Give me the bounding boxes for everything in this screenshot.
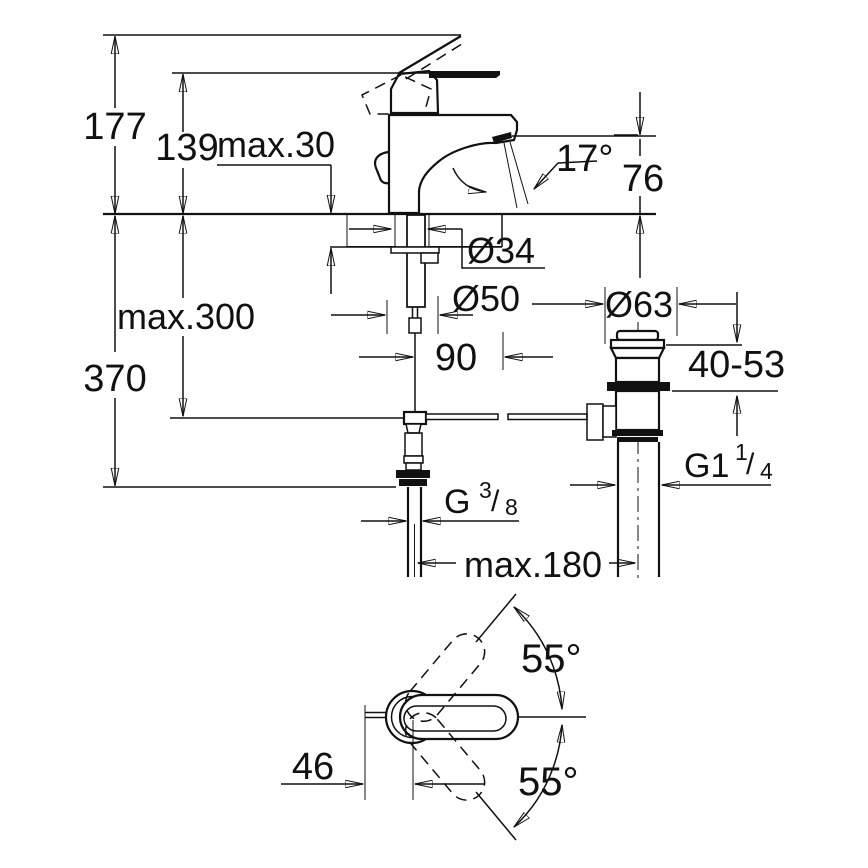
dim-waste-clamping-range: 40-53 bbox=[666, 292, 785, 436]
lever-bar bbox=[429, 71, 500, 78]
faucet-body bbox=[361, 35, 529, 215]
swing-line-down bbox=[475, 791, 517, 841]
waste-flange bbox=[609, 338, 666, 350]
top-view-handle: 55° 55° 46 bbox=[281, 593, 586, 841]
dim-base-diameter: Ø50 bbox=[331, 278, 520, 334]
dim-handle-offset: 46 bbox=[281, 705, 484, 800]
rod-clamp-knob bbox=[586, 403, 604, 441]
dim-label-swing-down: 55° bbox=[518, 760, 579, 804]
stream-line-1 bbox=[503, 142, 518, 209]
dim-spout-angle: 17° bbox=[534, 134, 638, 189]
dim-label-swing-up: 55° bbox=[521, 637, 582, 681]
waste-gasket bbox=[607, 382, 670, 391]
dim-supply-drop: 370 bbox=[83, 216, 396, 488]
dim-waste-thread: G1 1 / 4 bbox=[570, 439, 773, 485]
dim-flex-hose-length: max.300 bbox=[117, 216, 404, 419]
pop-up-rod-hook bbox=[373, 150, 390, 185]
supply-thread-slash: / bbox=[491, 485, 500, 518]
swing-line-up bbox=[475, 593, 517, 643]
stream-line-2 bbox=[509, 141, 529, 205]
swing-arc bbox=[552, 665, 562, 709]
dim-waste-flange-diameter: Ø63 bbox=[532, 284, 736, 344]
rod-segment bbox=[507, 413, 588, 421]
pop-up-linkage-rod bbox=[425, 413, 588, 421]
dim-label-handle-offset: 46 bbox=[292, 746, 334, 788]
dim-label-flex-hose-length: max.300 bbox=[117, 296, 255, 337]
waste-body-upper bbox=[614, 356, 661, 384]
supply-thread-denominator: 8 bbox=[505, 494, 518, 520]
dim-spout-height: 76 bbox=[512, 92, 664, 278]
supply-thread-numerator: 3 bbox=[479, 477, 492, 503]
deck-hatch-left bbox=[346, 214, 396, 247]
leader-bracket bbox=[461, 229, 545, 269]
lever-raised-top-edge bbox=[398, 35, 462, 74]
dim-label-spout-height: 76 bbox=[622, 158, 664, 200]
waste-thread-base: G1 bbox=[684, 447, 729, 485]
waste-locknut bbox=[612, 430, 663, 436]
dim-label-waste-flange-diameter: Ø63 bbox=[605, 284, 673, 325]
supply-thread-base: G bbox=[444, 483, 470, 521]
waste-thread-slash: / bbox=[746, 448, 755, 481]
rod-segment bbox=[425, 413, 499, 421]
waste-neck bbox=[609, 346, 666, 360]
rod-clamp-socket bbox=[602, 405, 617, 438]
hose-ferrule bbox=[405, 462, 422, 471]
waste-plug-cap bbox=[615, 329, 660, 342]
waste-thread-numerator: 1 bbox=[735, 439, 748, 465]
dim-label-base-diameter: Ø50 bbox=[452, 278, 520, 319]
swing-arc bbox=[552, 725, 562, 769]
hose-collar bbox=[405, 423, 422, 434]
dim-label-height-to-spout: 139 bbox=[155, 127, 218, 169]
waste-thread-denominator: 4 bbox=[760, 458, 773, 484]
swing-arc bbox=[514, 767, 554, 827]
dim-handle-swing: 55° 55° bbox=[475, 593, 586, 841]
lever-raised-ghost-body bbox=[361, 74, 432, 115]
rod-coupler bbox=[408, 317, 422, 334]
swing-arc bbox=[514, 607, 554, 667]
dim-label-rod-to-waste: max.180 bbox=[464, 544, 602, 585]
dim-label-deck-thickness: max.30 bbox=[217, 124, 335, 165]
dim-rod-to-waste: max.180 bbox=[418, 544, 635, 585]
handle-ghost-down bbox=[404, 712, 486, 801]
connection-nut bbox=[399, 479, 427, 486]
dim-label-supply-drop: 370 bbox=[83, 358, 146, 400]
dim-supply-thread: G 3 / 8 bbox=[361, 477, 519, 521]
dim-label-spout-angle: 17° bbox=[556, 138, 613, 180]
lever-raised-bottom-edge bbox=[405, 41, 466, 80]
dim-label-total-height: 177 bbox=[83, 106, 146, 148]
braided-hose bbox=[404, 432, 423, 457]
shank-and-supply bbox=[390, 214, 440, 577]
dim-height-to-spout: 139 bbox=[155, 72, 431, 214]
faucet-body-outline bbox=[387, 113, 519, 215]
connection-nut bbox=[396, 470, 430, 478]
handle-ghost-outline bbox=[404, 712, 486, 801]
stream-angle-arc-arrow bbox=[452, 167, 486, 192]
aerator-outlet bbox=[492, 132, 512, 143]
leader-arrow bbox=[534, 162, 559, 189]
dim-spout-reach: 90 bbox=[359, 332, 553, 379]
dim-label-waste-clamping-range: 40-53 bbox=[688, 344, 785, 386]
dim-label-spout-reach: 90 bbox=[435, 337, 477, 379]
dim-shank-diameter: Ø34 bbox=[349, 229, 545, 271]
pop-up-waste-assembly bbox=[586, 322, 670, 580]
horseshoe-washer bbox=[390, 246, 440, 254]
dim-total-height: 177 bbox=[83, 34, 461, 214]
dim-label-shank-diameter: Ø34 bbox=[467, 230, 535, 271]
mounting-nut bbox=[420, 252, 439, 264]
leader-line bbox=[557, 160, 598, 164]
dim-deck-thickness: max.30 bbox=[217, 124, 335, 294]
rod-cross-fitting bbox=[402, 410, 428, 426]
countertop-section bbox=[103, 212, 656, 248]
hose-ferrule bbox=[403, 455, 424, 464]
waste-body-lower bbox=[614, 389, 661, 432]
dimension-annotations: 177 139 max.30 17° 76 bbox=[83, 34, 785, 585]
handle-outline-inner bbox=[403, 705, 507, 732]
waste-locknut-2 bbox=[617, 437, 658, 442]
side-view-faucet bbox=[103, 35, 656, 577]
